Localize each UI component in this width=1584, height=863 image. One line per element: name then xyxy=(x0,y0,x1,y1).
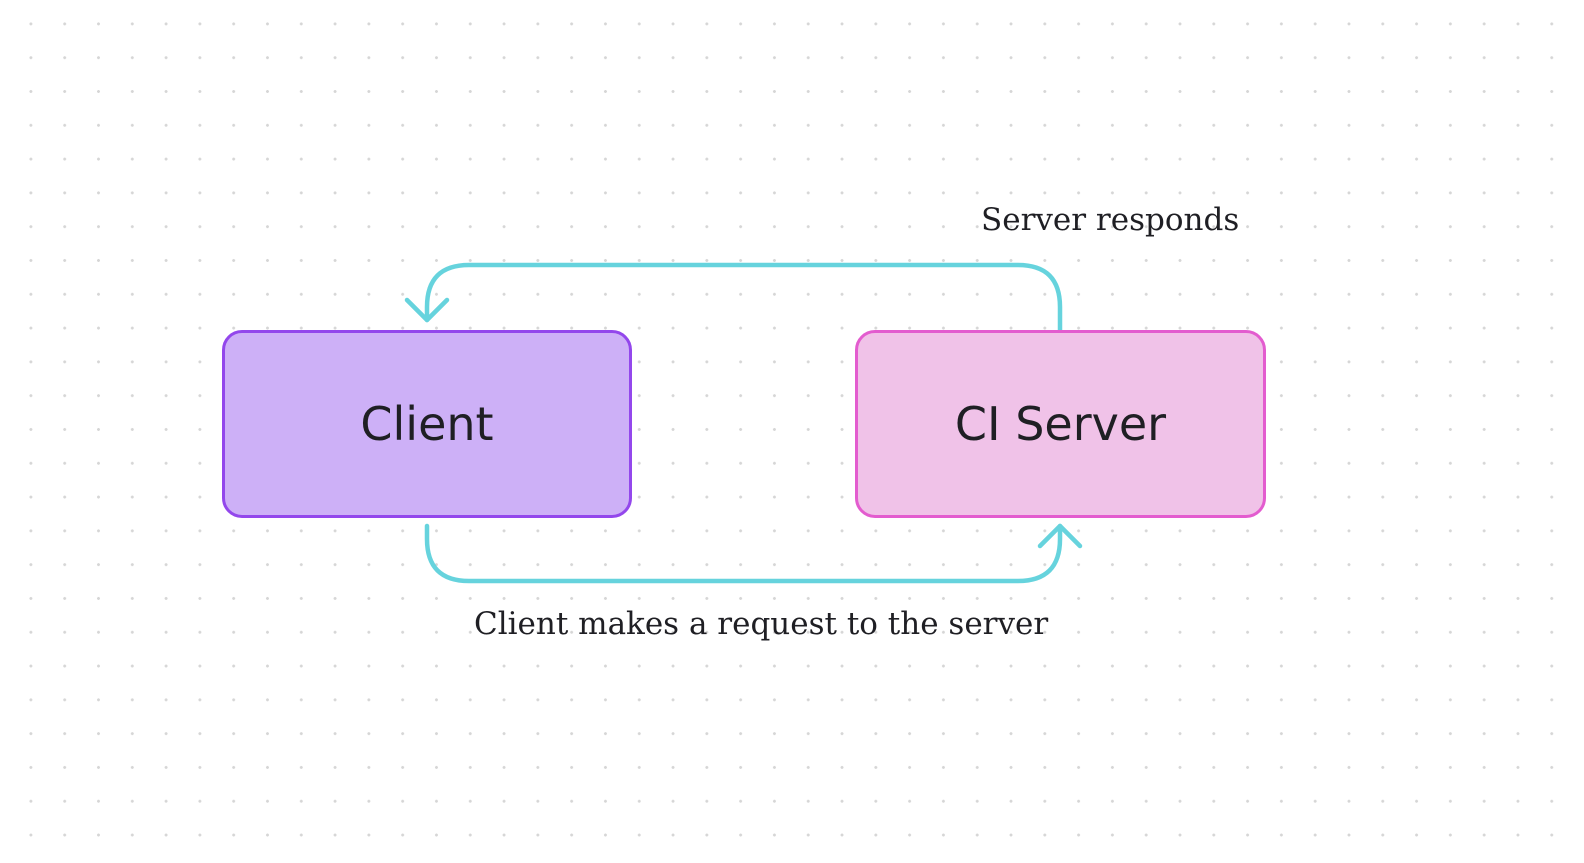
request-connector xyxy=(424,523,1063,584)
client-node-label: Client xyxy=(360,397,494,451)
request-edge-label: Client makes a request to the server xyxy=(474,606,1049,642)
response-arrowhead xyxy=(404,297,450,323)
ci-server-node[interactable]: CI Server xyxy=(855,330,1266,518)
client-node[interactable]: Client xyxy=(222,330,632,518)
request-arrowhead xyxy=(1037,523,1083,549)
ci-server-node-label: CI Server xyxy=(954,397,1167,451)
response-connector xyxy=(424,262,1063,333)
response-edge-label: Server responds xyxy=(981,202,1240,238)
